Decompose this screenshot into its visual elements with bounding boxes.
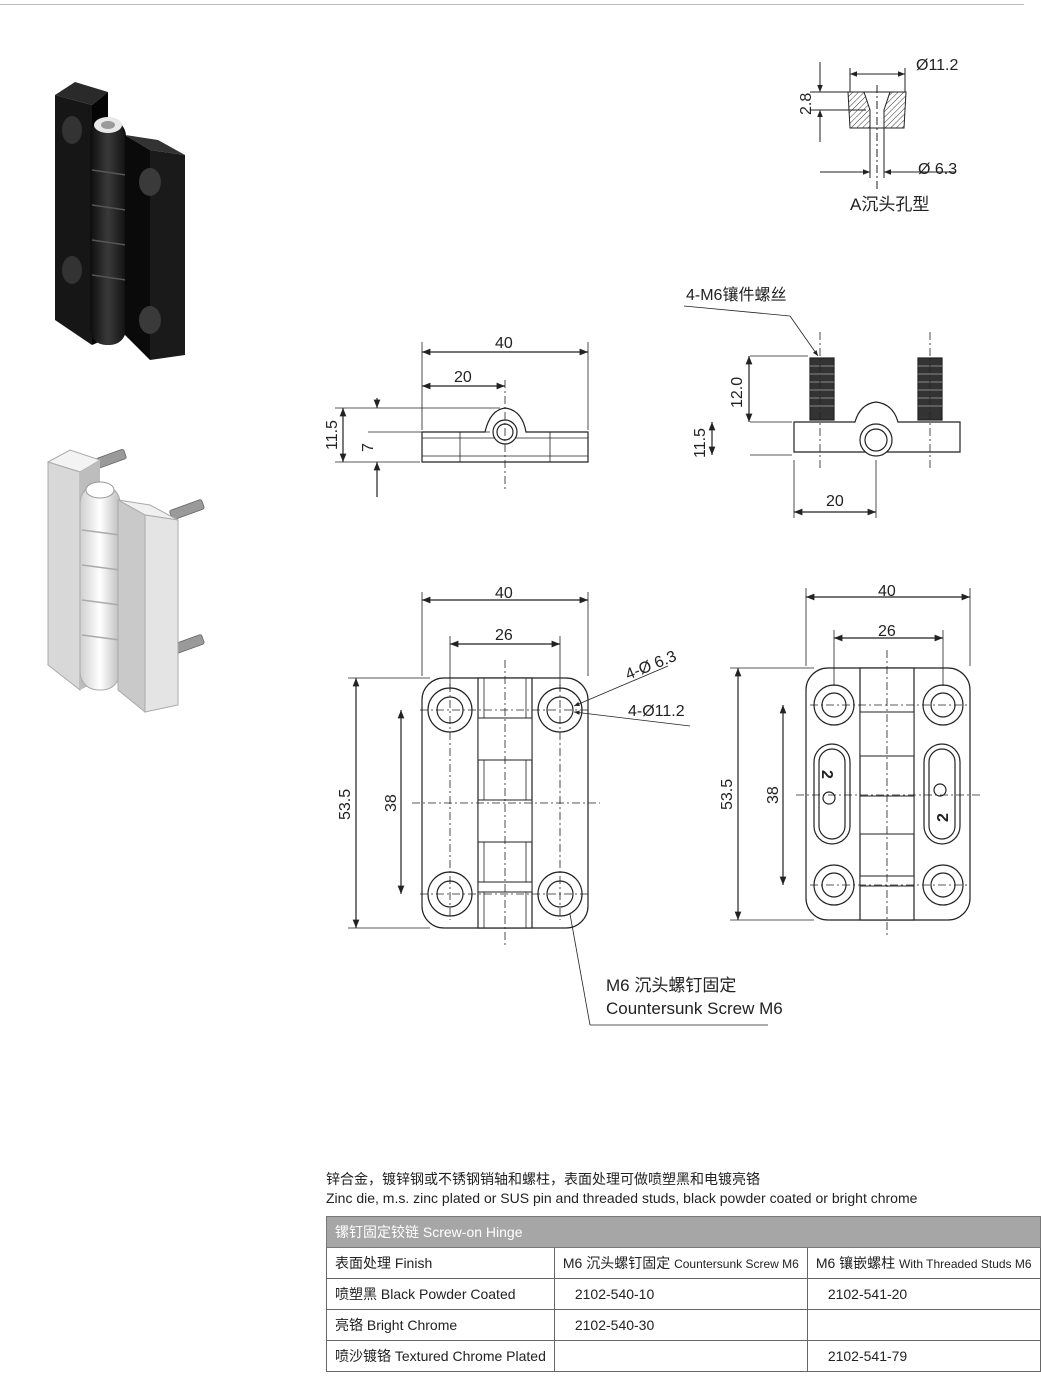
row-code-countersunk: 2102-540-10 (553, 1278, 808, 1310)
front-view-studs (730, 588, 980, 935)
row-code-studs (806, 1309, 1041, 1341)
header-studs-cn: M6 镶嵌螺柱 (815, 1255, 896, 1271)
black-hinge-image (55, 82, 185, 360)
top-rule (0, 4, 1024, 5)
header-finish: 表面处理 Finish (326, 1247, 555, 1279)
screw-label-en: Countersunk Screw M6 (606, 999, 783, 1018)
table-title: 镙钉固定铰链 Screw-on Hinge (326, 1216, 1041, 1248)
table-row: 亮铬 Bright Chrome 2102-540-30 (326, 1309, 1041, 1341)
detail-depth: 2.8 (798, 93, 815, 115)
header-countersunk: M6 沉头螺钉固定 Countersunk Screw M6 (553, 1247, 808, 1279)
header-countersunk-cn: M6 沉头螺钉固定 (562, 1255, 671, 1271)
front-left-width-dim: 40 (495, 585, 513, 602)
row-finish: 喷沙镀铬 Textured Chrome Plated (326, 1340, 555, 1372)
row-code-studs: 2102-541-79 (806, 1340, 1041, 1372)
technical-drawing: Ø11.2 Ø 6.3 2.8 A沉头孔型 40 20 11.5 7 (46, 57, 980, 1026)
detail-outer-dia: Ø11.2 (916, 57, 959, 74)
stud-view (683, 305, 961, 518)
table-header-row: 表面处理 Finish M6 沉头螺钉固定 Countersunk Screw … (326, 1247, 1041, 1279)
front-right-pitch-dim: 38 (765, 786, 782, 804)
table-title-row: 镙钉固定铰链 Screw-on Hinge (326, 1216, 1041, 1248)
side-pin-dim: 7 (360, 443, 377, 452)
stud-callout: 4-M6镶件螺丝 (686, 285, 786, 304)
slot-mark-left: 2 (818, 770, 835, 779)
small-hole-dim: 4-Ø 6.3 (623, 648, 679, 684)
order-table: 镙钉固定铰链 Screw-on Hinge 表面处理 Finish M6 沉头螺… (326, 1216, 1041, 1372)
row-finish: 喷塑黑 Black Powder Coated (326, 1278, 555, 1310)
big-hole-dim: 4-Ø11.2 (628, 703, 685, 720)
material-description: 锌合金，镀锌钢或不锈钢销轴和螺柱，表面处理可做喷塑黑和电镀亮铬 Zinc die… (326, 1170, 917, 1208)
row-code-studs: 2102-541-20 (806, 1278, 1041, 1310)
front-view-countersunk (348, 592, 768, 1026)
countersink-detail (810, 62, 955, 190)
stud-height-dim: 11.5 (692, 428, 709, 458)
stud-length-dim: 12.0 (729, 377, 746, 408)
front-right-height-dim: 53.5 (719, 779, 736, 810)
table-row: 喷塑黑 Black Powder Coated 2102-540-10 2102… (326, 1278, 1041, 1310)
side-half-dim: 20 (454, 369, 472, 386)
side-width-dim: 40 (495, 335, 513, 352)
row-code-countersunk: 2102-540-30 (553, 1309, 808, 1341)
table-row: 喷沙镀铬 Textured Chrome Plated 2102-541-79 (326, 1340, 1041, 1372)
side-view (335, 342, 589, 497)
front-left-height-dim: 53.5 (337, 789, 354, 820)
front-left-span-dim: 26 (495, 627, 513, 644)
screw-label-cn: M6 沉头螺钉固定 (606, 976, 736, 995)
detail-caption: A沉头孔型 (850, 195, 929, 214)
side-height-dim: 11.5 (324, 420, 341, 450)
header-studs-en: With Threaded Studs M6 (899, 1257, 1032, 1271)
detail-inner-dia: Ø 6.3 (918, 161, 957, 178)
stud-half-dim: 20 (826, 493, 844, 510)
header-studs: M6 镶嵌螺柱 With Threaded Studs M6 (806, 1247, 1041, 1279)
header-countersunk-en: Countersunk Screw M6 (674, 1257, 799, 1271)
description-cn: 锌合金，镀锌钢或不锈钢销轴和螺柱，表面处理可做喷塑黑和电镀亮铬 (326, 1171, 760, 1187)
front-right-span-dim: 26 (878, 623, 896, 640)
row-code-countersunk (553, 1340, 808, 1372)
chrome-hinge-image (46, 448, 205, 714)
description-en: Zinc die, m.s. zinc plated or SUS pin an… (326, 1190, 918, 1206)
slot-mark-right: 2 (935, 813, 952, 822)
row-finish: 亮铬 Bright Chrome (326, 1309, 555, 1341)
front-left-pitch-dim: 38 (383, 794, 400, 812)
front-right-width-dim: 40 (878, 583, 896, 600)
